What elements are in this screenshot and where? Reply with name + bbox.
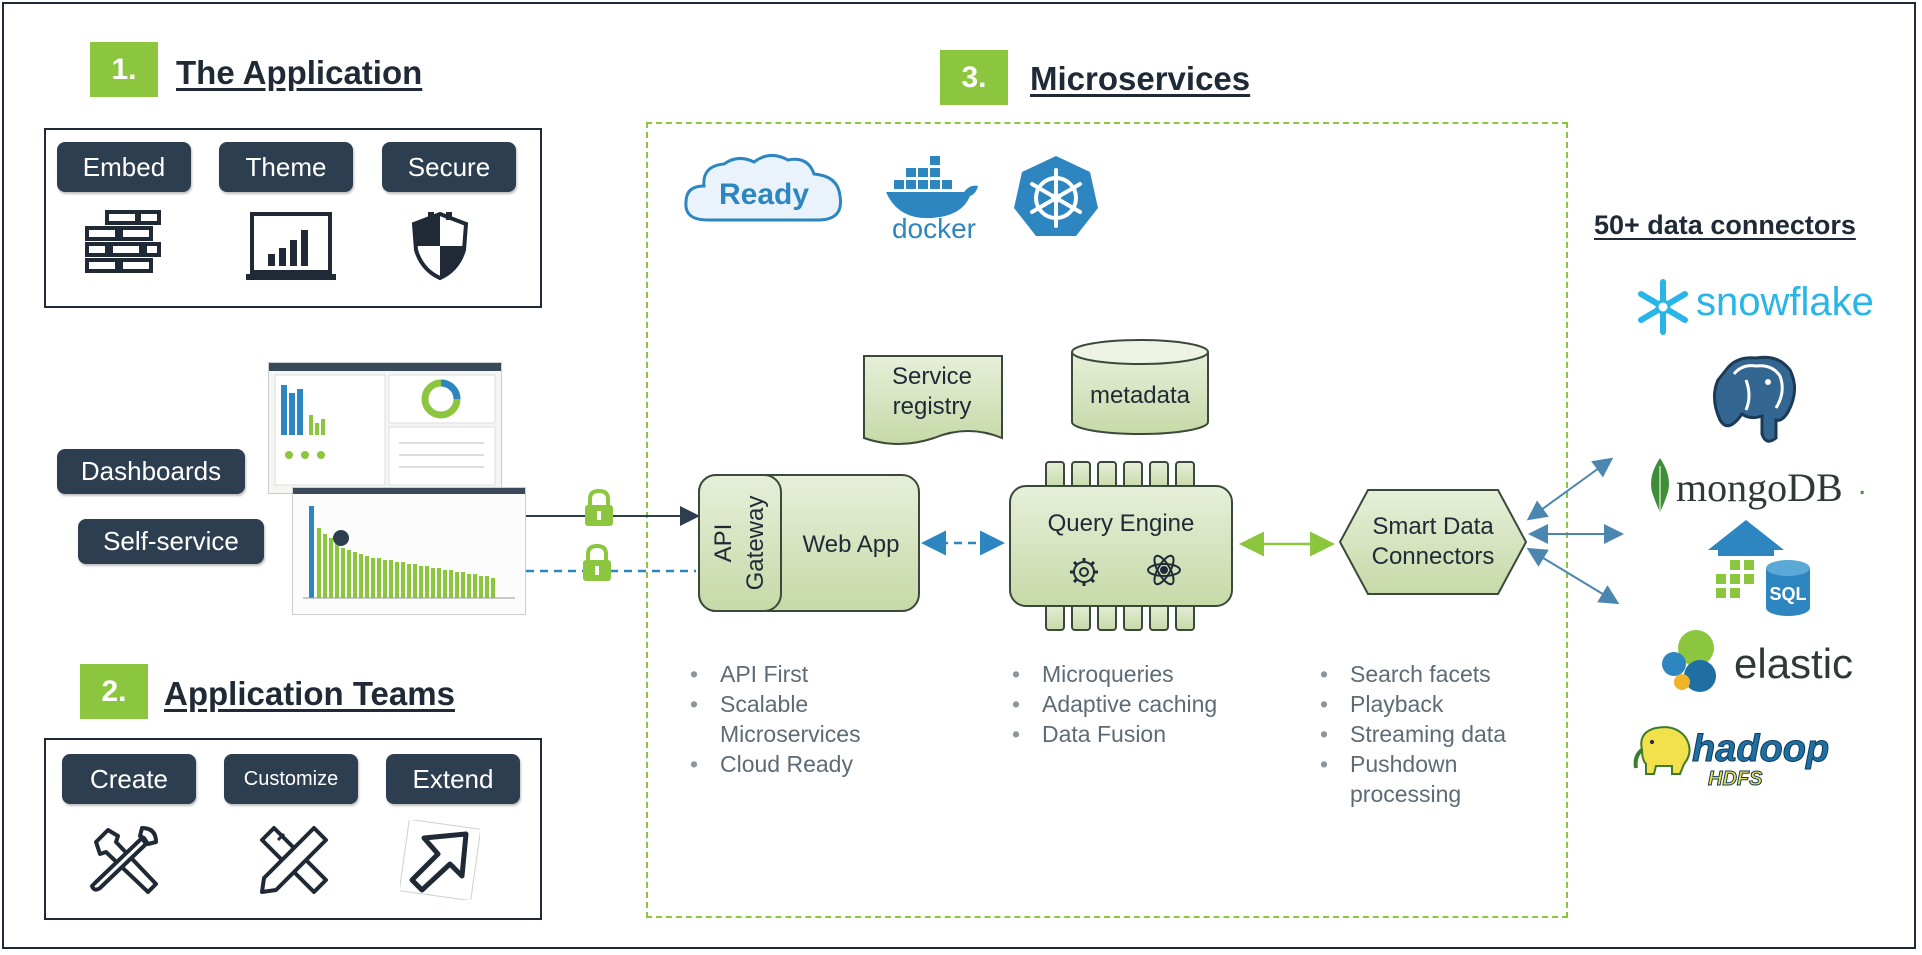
secure-button[interactable]: Secure	[382, 142, 516, 192]
query-engine-label: Query Engine	[1047, 510, 1195, 537]
extend-arrow-icon	[400, 820, 480, 900]
lock-icon	[583, 543, 611, 581]
list-item: Pushdown processing	[1318, 749, 1518, 809]
hammer-wrench-icon	[90, 826, 158, 894]
extend-button[interactable]: Extend	[386, 754, 520, 804]
metadata-label: metadata	[1089, 382, 1191, 409]
connectors-snowflake-arrow	[1526, 457, 1614, 521]
mongodb-leaf-icon	[1651, 458, 1669, 512]
embed-button[interactable]: Embed	[57, 142, 191, 192]
list-item: Cloud Ready	[688, 749, 898, 779]
docker-label: docker	[892, 213, 976, 244]
snowflake-logo-text: snowflake	[1696, 280, 1874, 324]
mongodb-logo-mark: .	[1858, 468, 1867, 501]
smart-data-connectors-shape	[1338, 489, 1528, 595]
list-item: Microqueries	[1010, 659, 1270, 689]
query-engine-features: Microqueries Adaptive caching Data Fusio…	[1010, 659, 1270, 749]
list-item: Data Fusion	[1010, 719, 1270, 749]
mongodb-logo-text: mongoDB	[1676, 465, 1843, 510]
data-connectors-title: 50+ data connectors	[1594, 210, 1856, 240]
elastic-logo-text: elastic	[1734, 640, 1854, 687]
section-1-badge: 1.	[90, 42, 158, 97]
smart-data-connectors-line1: Smart Data	[1372, 513, 1494, 540]
hadoop-elephant-icon	[1633, 726, 1691, 775]
postgresql-logo-icon	[1713, 355, 1796, 443]
create-button[interactable]: Create	[62, 754, 196, 804]
kubernetes-icon	[1014, 156, 1098, 236]
cloud-ready-label: Ready	[719, 178, 809, 211]
dashboards-button[interactable]: Dashboards	[57, 449, 245, 494]
list-item: API First	[688, 659, 898, 689]
list-item: Search facets	[1318, 659, 1518, 689]
snowflake-logo-icon	[1638, 279, 1688, 335]
section-1-title: The Application	[176, 54, 423, 91]
docker-icon: docker	[886, 156, 978, 244]
section-2-badge: 2.	[80, 664, 148, 719]
atom-icon	[1147, 554, 1181, 586]
dashboard-screenshot-bottom	[292, 487, 526, 615]
list-item: Streaming data	[1318, 719, 1518, 749]
self-service-button[interactable]: Self-service	[78, 519, 264, 564]
dashboard-screenshot-top	[268, 362, 502, 494]
connectors-elastic-arrow	[1526, 547, 1620, 605]
smart-data-connectors-line2: Connectors	[1371, 543, 1495, 570]
sql-warehouse-icon: SQL	[1708, 520, 1810, 616]
web-app-features: API First Scalable Microservices Cloud R…	[688, 659, 898, 779]
gear-icon	[1070, 558, 1098, 586]
hdfs-logo-text: HDFS	[1707, 768, 1763, 791]
lock-icon	[585, 488, 613, 526]
application-teams-box: Create Customize Extend	[44, 738, 542, 920]
section-3-title: Microservices	[1030, 60, 1251, 97]
laptop-chart-icon	[246, 212, 336, 280]
application-box: Embed Theme Secure	[44, 128, 542, 308]
customize-button[interactable]: Customize	[224, 754, 358, 804]
hadoop-logo-text: hadoop	[1691, 728, 1830, 771]
section-2-title: Application Teams	[164, 675, 455, 712]
query-engine-chip	[1009, 461, 1233, 631]
elastic-logo-icon	[1662, 630, 1716, 692]
list-item: Adaptive caching	[1010, 689, 1270, 719]
section-3-badge: 3.	[940, 50, 1008, 105]
service-registry-document	[863, 355, 1003, 445]
service-registry-label: Service registry	[891, 363, 973, 420]
shield-icon	[411, 211, 469, 281]
ruler-pencil-icon	[260, 826, 328, 894]
sql-label: SQL	[1769, 584, 1806, 604]
brick-wall-icon	[85, 210, 161, 273]
api-gateway-box	[698, 474, 782, 612]
connector-features: Search facets Playback Streaming data Pu…	[1318, 659, 1518, 809]
metadata-database	[1071, 339, 1209, 435]
list-item: Scalable Microservices	[688, 689, 898, 749]
theme-button[interactable]: Theme	[219, 142, 353, 192]
list-item: Playback	[1318, 689, 1518, 719]
cloud-ready-icon: Ready	[684, 154, 843, 222]
web-app-label: Web App	[802, 531, 900, 558]
